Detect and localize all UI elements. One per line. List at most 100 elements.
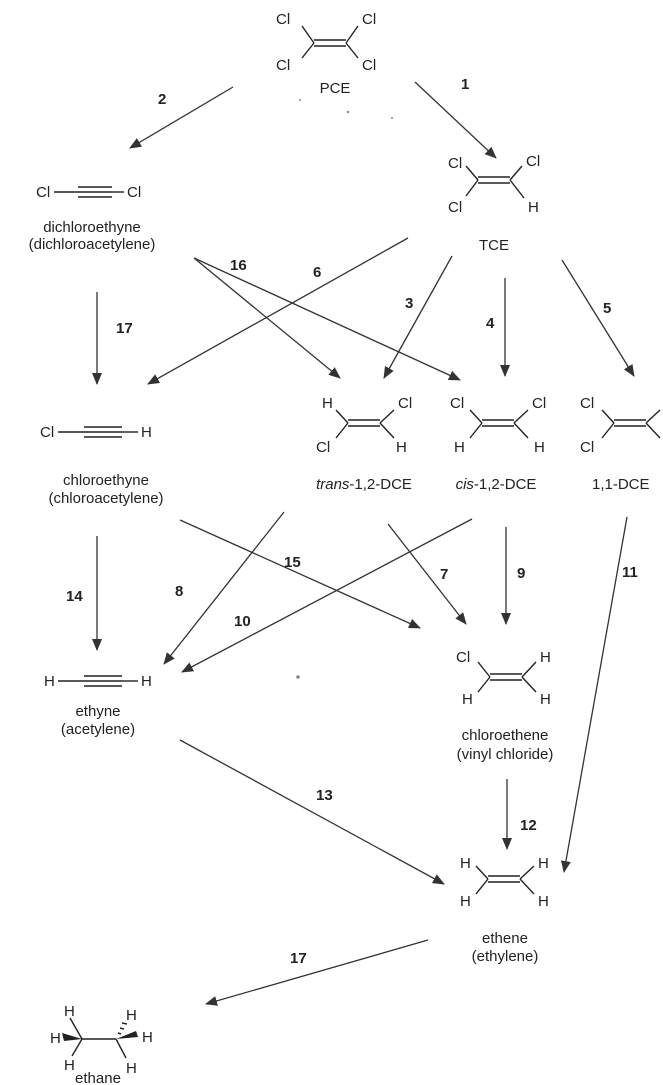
reaction-number-3: 3 bbox=[405, 295, 413, 312]
trans-dce-structure: H Cl Cl H bbox=[316, 395, 412, 456]
reaction-number-17b: 17 bbox=[290, 950, 307, 967]
chloroethyne-structure: Cl H bbox=[40, 424, 152, 441]
reaction-arrow-7 bbox=[387, 523, 467, 625]
atom-h: H bbox=[126, 1060, 137, 1077]
ethyne-alt-label: (acetylene) bbox=[61, 721, 135, 738]
dce11-label: 1,1-DCE bbox=[592, 476, 650, 493]
atom-h: H bbox=[64, 1003, 75, 1020]
atom-cl: Cl bbox=[580, 395, 594, 412]
cis-dce-prefix: cis bbox=[456, 476, 475, 493]
atom-h: H bbox=[396, 439, 407, 456]
chloroethyne-alt-label: (chloroacetylene) bbox=[48, 490, 163, 507]
reaction-arrow-2 bbox=[129, 86, 234, 149]
wedge-bond bbox=[116, 1031, 138, 1039]
cis-dce-structure: Cl Cl H H bbox=[450, 395, 546, 456]
atom-cl: Cl bbox=[127, 184, 141, 201]
dichloroethyne-structure: Cl Cl bbox=[36, 184, 141, 201]
ethene-structure: H H H H bbox=[460, 855, 549, 910]
atom-h: H bbox=[141, 424, 152, 441]
atom-cl: Cl bbox=[456, 649, 470, 666]
reaction-number-10: 10 bbox=[234, 613, 251, 630]
atom-h: H bbox=[540, 691, 551, 708]
atom-cl: Cl bbox=[362, 57, 376, 74]
wedge-bond bbox=[62, 1033, 82, 1041]
atom-h: H bbox=[454, 439, 465, 456]
dichloroethyne-label: dichloroethyne bbox=[43, 219, 141, 236]
atom-cl: Cl bbox=[532, 395, 546, 412]
reaction-arrow-10 bbox=[181, 518, 473, 673]
scan-specks bbox=[296, 99, 393, 679]
atom-cl: Cl bbox=[448, 155, 462, 172]
reaction-number-2: 2 bbox=[158, 91, 166, 108]
cis-dce-label: cis-1,2-DCE bbox=[456, 476, 537, 493]
atom-h: H bbox=[534, 439, 545, 456]
reaction-arrow-6 bbox=[147, 237, 409, 385]
atom-h: H bbox=[460, 855, 471, 872]
reaction-number-12: 12 bbox=[520, 817, 537, 834]
reaction-arrow-5 bbox=[561, 259, 635, 377]
atom-h: H bbox=[460, 893, 471, 910]
atom-cl: Cl bbox=[526, 153, 540, 170]
reaction-arrow-16b bbox=[193, 257, 461, 381]
trans-dce-prefix: trans bbox=[316, 476, 350, 493]
atom-h: H bbox=[126, 1007, 137, 1024]
atom-cl: Cl bbox=[316, 439, 330, 456]
reaction-number-17a: 17 bbox=[116, 320, 133, 337]
reaction-number-7: 7 bbox=[440, 566, 448, 583]
atom-cl: Cl bbox=[580, 439, 594, 456]
atom-cl: Cl bbox=[36, 184, 50, 201]
dce11-structure: Cl Cl bbox=[580, 395, 661, 456]
atom-h: H bbox=[322, 395, 333, 412]
reaction-number-14: 14 bbox=[66, 588, 83, 605]
atom-cl: Cl bbox=[362, 11, 376, 28]
atom-h: H bbox=[64, 1057, 75, 1074]
reaction-arrow-16a bbox=[193, 257, 341, 379]
atom-h: H bbox=[538, 893, 549, 910]
atom-h: H bbox=[528, 199, 539, 216]
chloroethene-label: chloroethene bbox=[462, 727, 549, 744]
dichloroethyne-alt-label: (dichloroacetylene) bbox=[29, 236, 156, 253]
ethane-label: ethane bbox=[75, 1070, 121, 1085]
atom-h: H bbox=[540, 649, 551, 666]
reaction-arrow-11 bbox=[560, 516, 628, 873]
atom-cl: Cl bbox=[276, 57, 290, 74]
reaction-number-11: 11 bbox=[622, 564, 638, 581]
atom-cl: Cl bbox=[450, 395, 464, 412]
reaction-arrow-8 bbox=[163, 511, 285, 665]
reaction-number-4: 4 bbox=[486, 315, 495, 332]
tce-structure: Cl Cl Cl H bbox=[448, 153, 540, 216]
reaction-number-16: 16 bbox=[230, 257, 247, 274]
trans-dce-label: trans-1,2-DCE bbox=[316, 476, 412, 493]
reaction-number-15: 15 bbox=[284, 554, 301, 571]
pce-label: PCE bbox=[320, 80, 351, 97]
atom-h: H bbox=[44, 673, 55, 690]
ethyne-structure: H H bbox=[44, 673, 152, 690]
reaction-number-6: 6 bbox=[313, 264, 321, 281]
reaction-arrow-13 bbox=[179, 739, 445, 885]
chloroethene-structure: Cl H H H bbox=[456, 649, 551, 708]
reaction-arrow-17b bbox=[205, 939, 429, 1006]
atom-cl: Cl bbox=[448, 199, 462, 216]
reaction-arrow-1 bbox=[414, 81, 497, 159]
ethene-label: ethene bbox=[482, 930, 528, 947]
pce-structure: Cl Cl Cl Cl bbox=[276, 11, 376, 74]
tce-label: TCE bbox=[479, 237, 509, 254]
ethyne-label: ethyne bbox=[75, 703, 120, 720]
reaction-number-8: 8 bbox=[175, 583, 183, 600]
dashed-bond bbox=[117, 1022, 128, 1035]
reaction-number-1: 1 bbox=[461, 76, 469, 93]
ethane-structure: H H H H H H bbox=[50, 1003, 153, 1077]
reaction-arrow-15 bbox=[179, 519, 421, 629]
atom-h: H bbox=[50, 1030, 61, 1047]
atom-cl: Cl bbox=[398, 395, 412, 412]
atom-h: H bbox=[142, 1029, 153, 1046]
reaction-number-13: 13 bbox=[316, 787, 333, 804]
atom-h: H bbox=[538, 855, 549, 872]
chloroethyne-label: chloroethyne bbox=[63, 472, 149, 489]
cis-dce-name: -1,2-DCE bbox=[474, 476, 537, 493]
trans-dce-name: -1,2-DCE bbox=[349, 476, 412, 493]
atom-h: H bbox=[141, 673, 152, 690]
atom-cl: Cl bbox=[40, 424, 54, 441]
chloroethene-alt-label: (vinyl chloride) bbox=[457, 746, 554, 763]
